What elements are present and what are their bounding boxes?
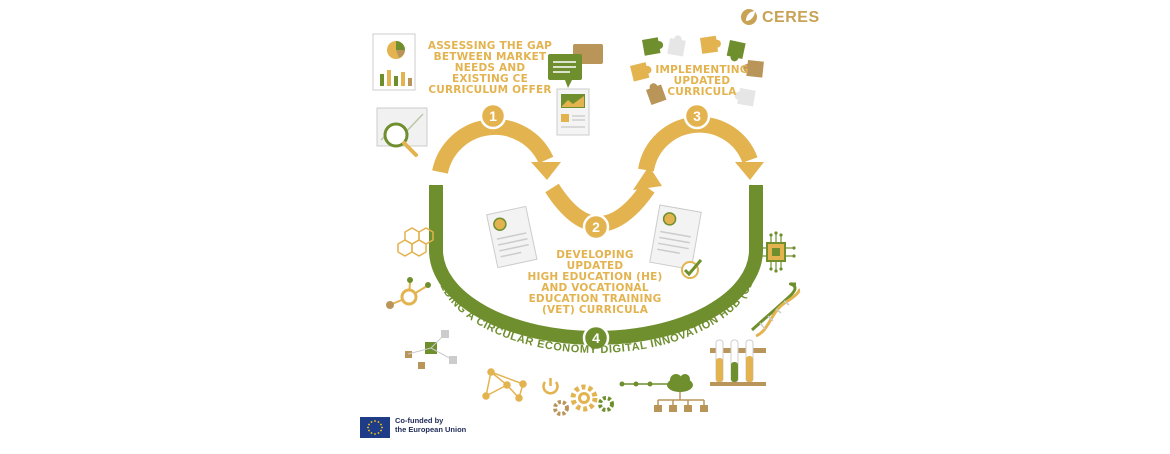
funding-text: Co-funded by the European Union xyxy=(395,416,467,434)
step-3-label: IMPLEMENTING UPDATED CURRICULA xyxy=(655,64,749,98)
checkmark-icon xyxy=(681,259,703,279)
circuit-chip-icon xyxy=(756,231,796,273)
step-1-label: ASSESSING THE GAP BETWEEN MARKET NEEDS A… xyxy=(427,40,553,96)
hexagon-network-icon xyxy=(397,227,434,257)
dna-icon xyxy=(750,282,801,338)
step-2-label: DEVELOPING UPDATED HIGH EDUCATION (HE) A… xyxy=(527,249,663,316)
document-profile-icon xyxy=(649,204,702,271)
presentation-chart-icon xyxy=(372,33,416,91)
magnifier-chart-icon xyxy=(376,107,428,157)
step-1-arrow xyxy=(432,119,561,180)
brand-logo: CERES xyxy=(740,7,820,29)
chat-bubbles-icon xyxy=(548,44,603,88)
step-3-badge: 3 xyxy=(683,102,711,130)
power-icon xyxy=(542,378,559,395)
report-document-icon xyxy=(556,88,590,136)
step-4-number: 4 xyxy=(592,330,600,346)
molecule-icon xyxy=(386,277,431,309)
brand-name: CERES xyxy=(762,9,820,26)
gears-icon xyxy=(553,384,614,416)
funding-notice: Co-funded by the European Union xyxy=(360,416,466,434)
puzzle-pieces-icon xyxy=(630,35,764,107)
step-3-number: 3 xyxy=(693,108,701,124)
document-profile-icon xyxy=(486,205,538,269)
leaf-logo-icon xyxy=(741,9,757,25)
step-2-arrow xyxy=(545,166,662,232)
step-1-badge: 1 xyxy=(479,102,507,130)
eu-flag-icon xyxy=(360,417,390,438)
step-2-badge: 2 xyxy=(582,213,610,241)
test-tubes-icon xyxy=(710,339,766,386)
network-nodes-icon xyxy=(482,368,527,402)
cubes-network-icon xyxy=(405,330,457,369)
step-3-arrow xyxy=(638,116,764,180)
step-1-number: 1 xyxy=(489,108,497,124)
step-4-badge: 4 xyxy=(582,324,610,352)
step-2-number: 2 xyxy=(592,219,600,235)
cloud-network-icon xyxy=(619,374,708,412)
